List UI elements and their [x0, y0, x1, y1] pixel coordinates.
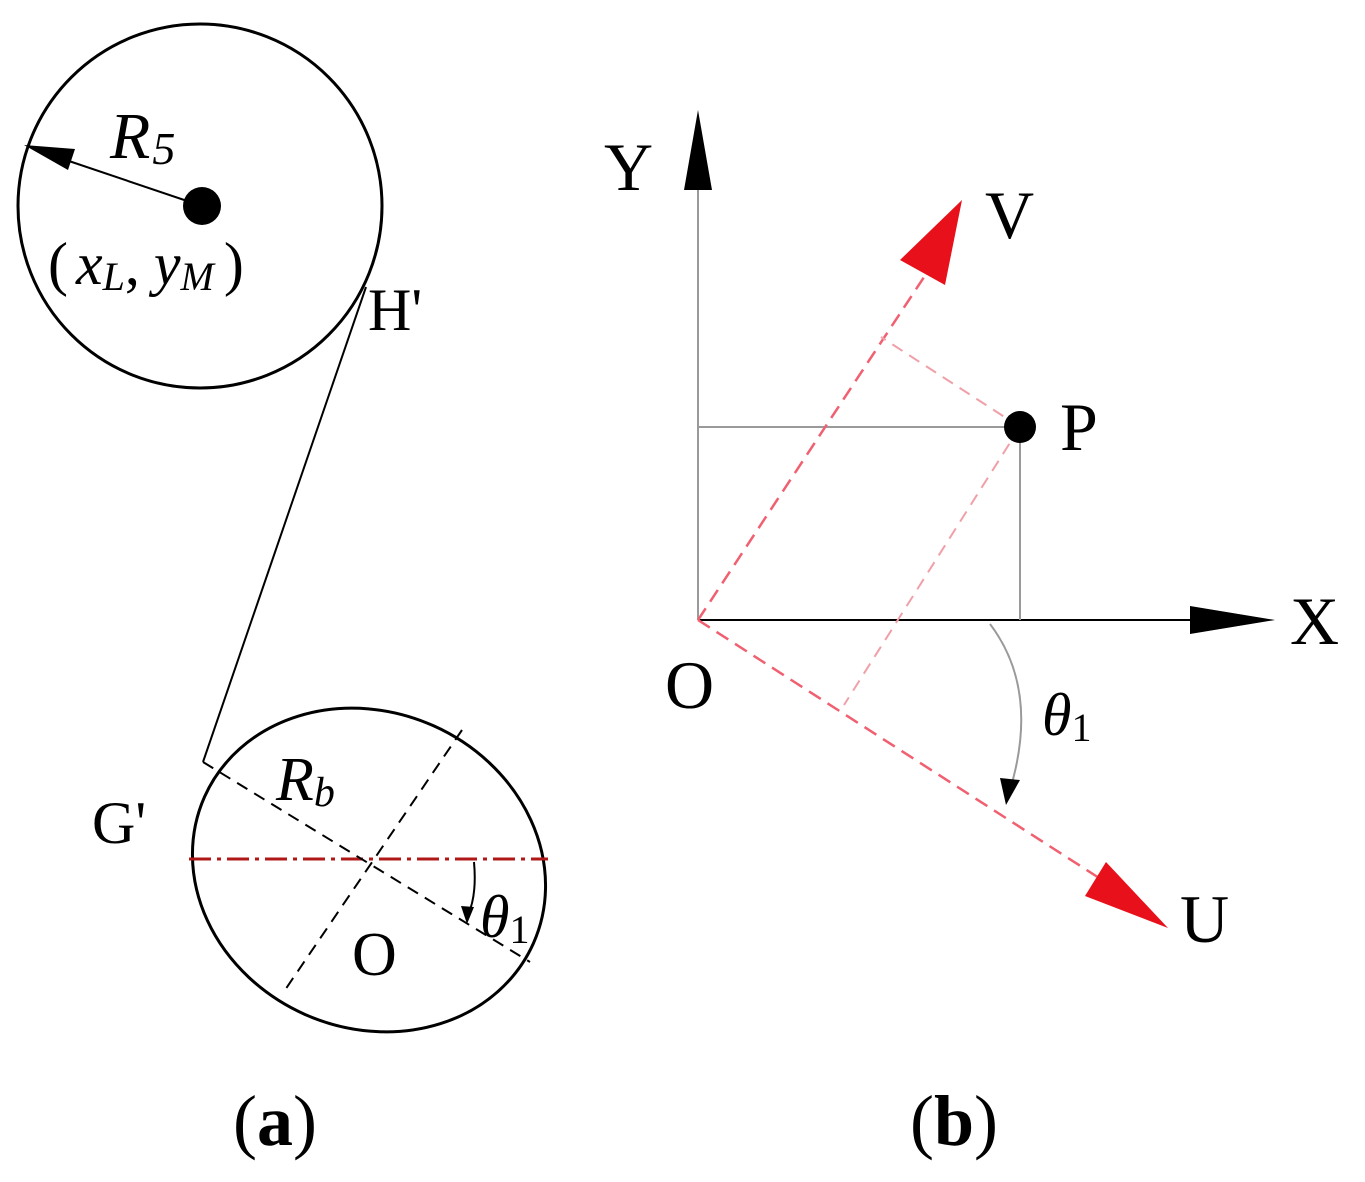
point-p-label: P: [1060, 389, 1098, 465]
x-axis-arrowhead: [1190, 606, 1275, 634]
p-to-u-axis-line: [843, 426, 1021, 706]
y-axis-label: Y: [604, 129, 653, 205]
y-axis-arrowhead: [684, 110, 712, 190]
caption-a: (a): [233, 1081, 317, 1161]
origin-label-a: O: [352, 921, 397, 989]
radius-label: R5: [109, 100, 175, 174]
point-p-dot: [1004, 411, 1036, 443]
x-axis-label: X: [1290, 583, 1339, 659]
angle-label-b: θ1: [1042, 682, 1091, 750]
rotated-axis-dashed: [202, 761, 531, 963]
angle-arc-b: [989, 623, 1023, 791]
p-to-v-axis-line: [880, 336, 1021, 428]
point-h-prime-label: H': [368, 277, 422, 343]
large-circle: [16, 22, 384, 390]
angle-arc-arrowhead: [461, 906, 474, 924]
angle-label-a: θ1: [480, 884, 529, 952]
radius-arrowhead: [24, 145, 75, 170]
u-axis-arrowhead: [1085, 862, 1168, 928]
panel-a: R5 (xL,yM) H' G' Rb O θ1 (a): [16, 22, 548, 1161]
ellipse: [190, 706, 548, 1034]
v-axis-label: V: [985, 177, 1034, 253]
caption-b: (b): [910, 1081, 998, 1161]
u-axis-line: [697, 618, 1111, 887]
tangent-line: [202, 286, 367, 763]
perpendicular-axis-dashed: [284, 729, 463, 991]
origin-label-b: O: [665, 647, 714, 723]
point-g-prime-label: G': [92, 790, 146, 856]
panel-b: Y X V U P O θ1 (b): [604, 110, 1339, 1161]
center-coordinates-label: (xL,yM): [48, 231, 244, 299]
v-axis-arrowhead: [900, 200, 962, 285]
ellipse-radius-label: Rb: [275, 746, 335, 816]
v-axis-line: [696, 267, 932, 621]
u-axis-label: U: [1180, 881, 1229, 957]
radius-line: [59, 157, 203, 207]
angle-arc-b-arrowhead: [1000, 778, 1020, 805]
